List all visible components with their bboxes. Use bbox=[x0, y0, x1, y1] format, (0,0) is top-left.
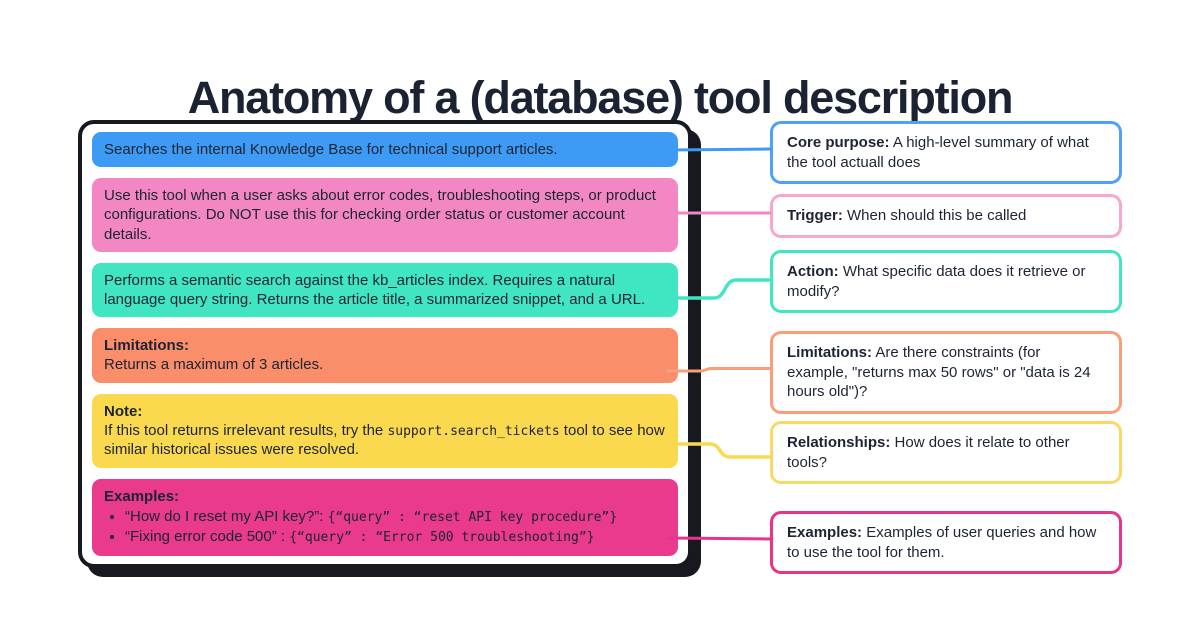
callout-relationships-text: How does it relate to other tools? bbox=[787, 434, 1070, 471]
block-core-purpose: Searches the internal Knowledge Base for… bbox=[92, 132, 678, 168]
callout-trigger-label: Trigger: bbox=[787, 207, 843, 224]
callout-relationships: Relationships: How does it relate to oth… bbox=[770, 421, 1122, 484]
block-note-text-before: If this tool returns irrelevant results,… bbox=[104, 421, 388, 439]
block-limitations: Limitations: Returns a maximum of 3 arti… bbox=[92, 328, 678, 383]
example-item: “How do I reset my API key?”: {“query” :… bbox=[125, 507, 666, 527]
callout-limitations: Limitations: Are there constraints (for … bbox=[770, 331, 1122, 414]
callout-action-label: Action: bbox=[787, 263, 839, 280]
block-note-text-after: tool to see how similar historical issue… bbox=[104, 421, 665, 459]
block-note: Note: If this tool returns irrelevant re… bbox=[92, 393, 678, 468]
block-trigger-text: Use this tool when a user asks about err… bbox=[104, 187, 656, 243]
callout-examples-text: Examples of user queries and how to use … bbox=[787, 524, 1097, 561]
block-trigger: Use this tool when a user asks about err… bbox=[92, 178, 678, 252]
example-item: “Fixing error code 500” : {“query” : “Er… bbox=[125, 527, 666, 547]
callout-core-purpose-label: Core purpose: bbox=[787, 134, 890, 151]
block-note-heading: Note: bbox=[104, 402, 143, 420]
callout-action-text: What specific data does it retrieve or m… bbox=[787, 263, 1086, 300]
block-limitations-text: Returns a maximum of 3 articles. bbox=[104, 356, 324, 374]
callout-examples-label: Examples: bbox=[787, 524, 863, 541]
block-note-code: support.search_tickets bbox=[387, 423, 560, 439]
callout-action: Action: What specific data does it retri… bbox=[770, 250, 1122, 313]
block-examples: Examples: “How do I reset my API key?”: … bbox=[92, 478, 678, 556]
block-examples-heading: Examples: bbox=[104, 487, 180, 505]
callout-limitations-label: Limitations: bbox=[787, 344, 872, 361]
callout-relationships-label: Relationships: bbox=[787, 434, 891, 451]
block-core-purpose-text: Searches the internal Knowledge Base for… bbox=[104, 141, 558, 158]
callout-trigger-text: When should this be called bbox=[847, 207, 1027, 224]
block-action-text: Performs a semantic search against the k… bbox=[104, 271, 646, 308]
examples-list: “How do I reset my API key?”: {“query” :… bbox=[104, 507, 666, 547]
block-limitations-heading: Limitations: bbox=[104, 337, 189, 355]
callout-core-purpose: Core purpose: A high-level summary of wh… bbox=[770, 121, 1122, 184]
block-action: Performs a semantic search against the k… bbox=[92, 262, 678, 318]
callout-core-purpose-text: A high-level summary of what the tool ac… bbox=[787, 134, 1089, 171]
callout-examples: Examples: Examples of user queries and h… bbox=[770, 511, 1122, 574]
example-2-code: {“query” : “Error 500 troubleshooting”} bbox=[289, 530, 595, 546]
example-1-label: “How do I reset my API key?”: bbox=[125, 507, 328, 525]
example-2-label: “Fixing error code 500” : bbox=[125, 528, 290, 546]
tool-description-panel: Searches the internal Knowledge Base for… bbox=[78, 120, 692, 568]
callout-limitations-text: Are there constraints (for example, "ret… bbox=[787, 344, 1091, 400]
callout-trigger: Trigger: When should this be called bbox=[770, 194, 1122, 238]
page-title: Anatomy of a (database) tool description bbox=[187, 72, 1014, 124]
example-1-code: {“query” : “reset API key procedure”} bbox=[327, 509, 618, 525]
